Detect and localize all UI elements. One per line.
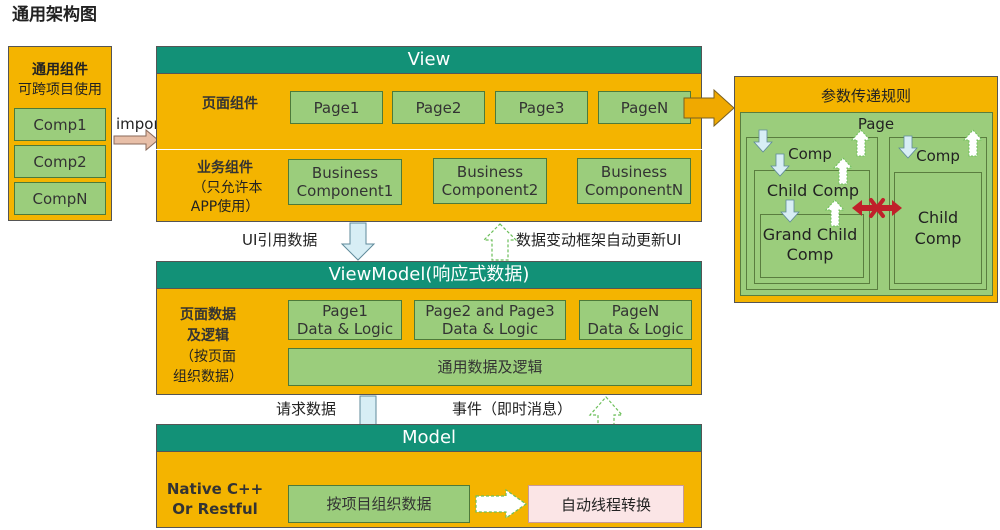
view-divider	[156, 149, 702, 150]
page-components-label: 页面组件	[202, 96, 258, 112]
ui-ref-label: UI引用数据	[242, 231, 318, 249]
auto-update-arrow	[482, 223, 518, 261]
params-title: 参数传递规则	[820, 87, 911, 105]
business-component2-line2: Component2	[441, 181, 539, 199]
viewmodel-header: ViewModel(响应式数据)	[156, 261, 702, 289]
common-components-title: 通用组件	[32, 62, 88, 78]
grand-child-label2: Comp	[786, 245, 834, 264]
business-componentn-box: Business ComponentN	[577, 158, 691, 204]
import-label: import	[116, 115, 166, 133]
pagen-data-logic-box: PageN Data & Logic	[579, 300, 692, 340]
page1-box: Page1	[290, 91, 383, 124]
import-arrow	[113, 128, 159, 152]
thread-arrow	[475, 488, 528, 520]
page1-data-logic-box: Page1 Data & Logic	[288, 300, 402, 340]
model-label1: Native C++	[166, 480, 264, 498]
pagen-data-logic-line2: Data & Logic	[587, 320, 684, 338]
business-components-note2: APP使用）	[190, 199, 260, 215]
viewmodel-label2: 及逻辑	[187, 328, 229, 344]
pagen-data-logic-line1: PageN	[611, 302, 660, 320]
viewmodel-label4: 组织数据）	[173, 369, 243, 385]
page2-page3-data-logic-line2: Data & Logic	[441, 320, 539, 338]
model-label2: Or Restful	[172, 500, 258, 518]
business-componentn-line1: Business	[600, 163, 668, 181]
page-container-label: Page	[857, 115, 895, 133]
page-title: 通用架构图	[12, 5, 97, 25]
common-data-logic-box: 通用数据及逻辑	[288, 348, 692, 386]
params-flow-arrows	[753, 129, 984, 227]
right-comp-frame	[889, 137, 987, 290]
thread-switch-box: 自动线程转换	[528, 485, 684, 523]
common-components-subtitle: 可跨项目使用	[18, 82, 102, 98]
auto-update-label: 数据变动框架自动更新UI	[516, 231, 682, 249]
page2-page3-data-logic-box: Page2 and Page3 Data & Logic	[414, 300, 566, 340]
business-components-note1: （只允许本	[192, 180, 263, 196]
business-component1-box: Business Component1	[288, 159, 402, 205]
business-component1-line2: Component1	[296, 182, 394, 200]
business-componentn-line2: ComponentN	[584, 181, 684, 199]
page-container	[740, 112, 993, 296]
page1-data-logic-line1: Page1	[322, 302, 368, 320]
model-header: Model	[156, 424, 702, 452]
page3-box: Page3	[495, 91, 588, 124]
params-arrow	[683, 88, 735, 128]
page1-data-logic-line2: Data & Logic	[296, 320, 394, 338]
ui-ref-arrow	[340, 222, 376, 261]
grand-child-frame	[760, 214, 864, 278]
right-child-label1: Child	[917, 208, 959, 227]
page2-page3-data-logic-line1: Page2 and Page3	[425, 302, 555, 320]
grand-child-label1: Grand Child	[762, 225, 858, 244]
business-component2-box: Business Component2	[433, 158, 547, 204]
pagen-box: PageN	[598, 91, 691, 124]
child-comp-label: Child Comp	[766, 181, 860, 200]
left-comp-frame	[746, 137, 878, 290]
viewmodel-label1: 页面数据	[180, 307, 236, 323]
compn-box: CompN	[14, 182, 106, 215]
business-component1-line1: Business	[311, 164, 379, 182]
request-label: 请求数据	[276, 400, 337, 418]
project-data-box: 按项目组织数据	[288, 485, 470, 523]
page2-box: Page2	[392, 91, 485, 124]
business-components-label: 业务组件	[197, 160, 253, 176]
child-comp-frame	[754, 170, 870, 284]
right-comp-label: Comp	[916, 147, 960, 165]
right-child-frame	[894, 172, 982, 284]
view-header: View	[156, 46, 702, 74]
event-label: 事件（即时消息）	[452, 400, 573, 418]
comp1-box: Comp1	[14, 108, 106, 141]
right-child-label2: Comp	[914, 229, 962, 248]
business-component2-line1: Business	[456, 163, 524, 181]
viewmodel-label3: （按页面	[180, 349, 236, 365]
left-comp-label: Comp	[788, 145, 832, 163]
comp2-box: Comp2	[14, 145, 106, 178]
